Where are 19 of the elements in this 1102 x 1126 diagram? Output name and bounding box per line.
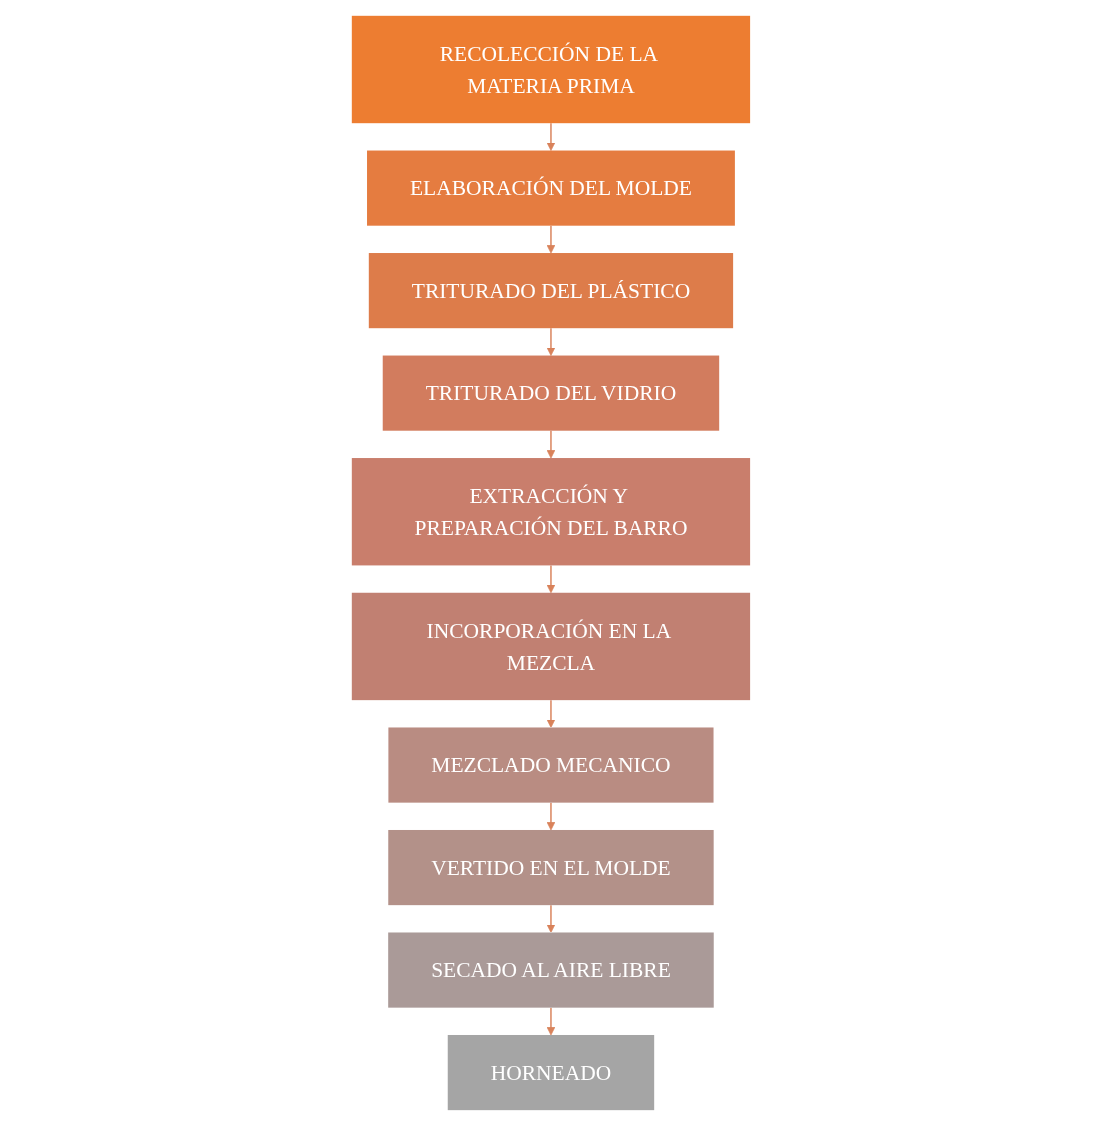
arrow bbox=[546, 327, 556, 356]
arrow bbox=[546, 699, 556, 728]
arrow bbox=[546, 430, 556, 459]
node-box: VERTIDO EN EL MOLDE bbox=[388, 830, 714, 906]
node-box: INCORPORACIÓN EN LA MEZCLA bbox=[351, 592, 751, 701]
arrow bbox=[546, 904, 556, 933]
arrow bbox=[546, 1006, 556, 1036]
node-box: RECOLECCIÓN DE LA MATERIA PRIMA bbox=[351, 15, 751, 124]
arrow bbox=[546, 225, 556, 254]
arrow bbox=[546, 122, 556, 151]
arrow bbox=[546, 564, 556, 594]
node-box: TRITURADO DEL VIDRIO bbox=[382, 355, 720, 431]
node-box: HORNEADO bbox=[447, 1035, 655, 1111]
node-box: SECADO AL AIRE LIBRE bbox=[388, 932, 714, 1008]
node-box: MEZCLADO MECANICO bbox=[388, 727, 714, 803]
node-box: ELABORACIÓN DEL MOLDE bbox=[367, 150, 735, 226]
arrow bbox=[546, 801, 556, 831]
node-box: TRITURADO DEL PLÁSTICO bbox=[368, 253, 734, 329]
node-box: EXTRACCIÓN Y PREPARACIÓN DEL BARRO bbox=[351, 458, 751, 566]
